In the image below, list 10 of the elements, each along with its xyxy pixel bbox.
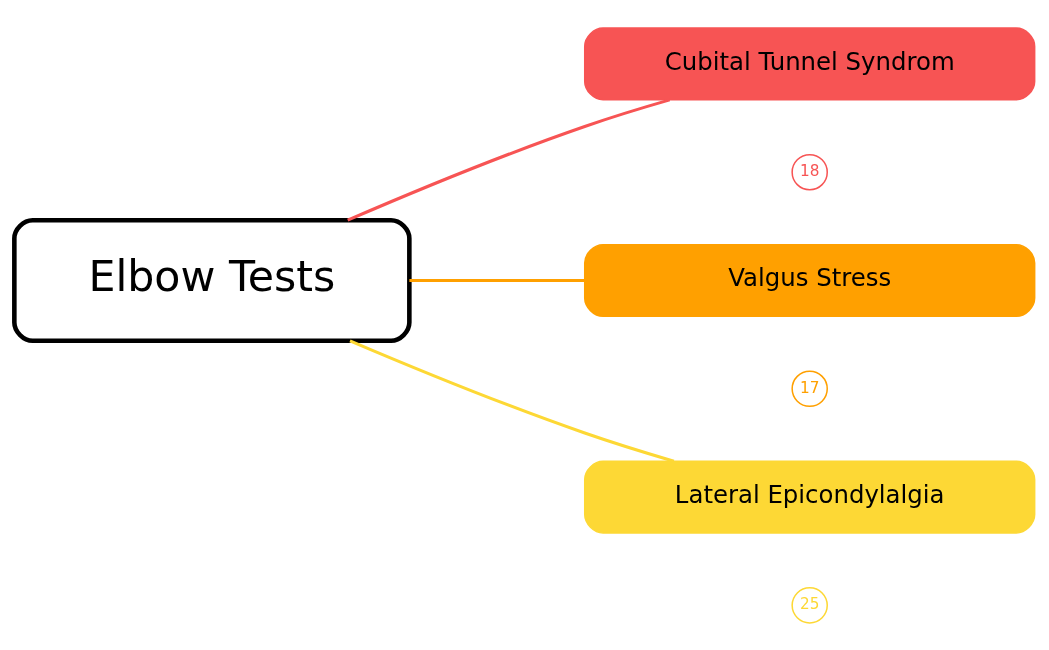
node-label: 17 bbox=[800, 378, 820, 397]
node-box: Elbow Tests bbox=[12, 217, 412, 343]
node-box: Cubital Tunnel Syndrom bbox=[583, 26, 1036, 101]
connector bbox=[409, 278, 585, 282]
node-box: Valgus Stress bbox=[583, 243, 1036, 317]
connector bbox=[347, 97, 671, 222]
node-label: 18 bbox=[800, 161, 820, 180]
node-label: 25 bbox=[800, 594, 820, 613]
node-box: Lateral Epicondylalgia bbox=[583, 459, 1036, 534]
connector bbox=[349, 338, 675, 463]
